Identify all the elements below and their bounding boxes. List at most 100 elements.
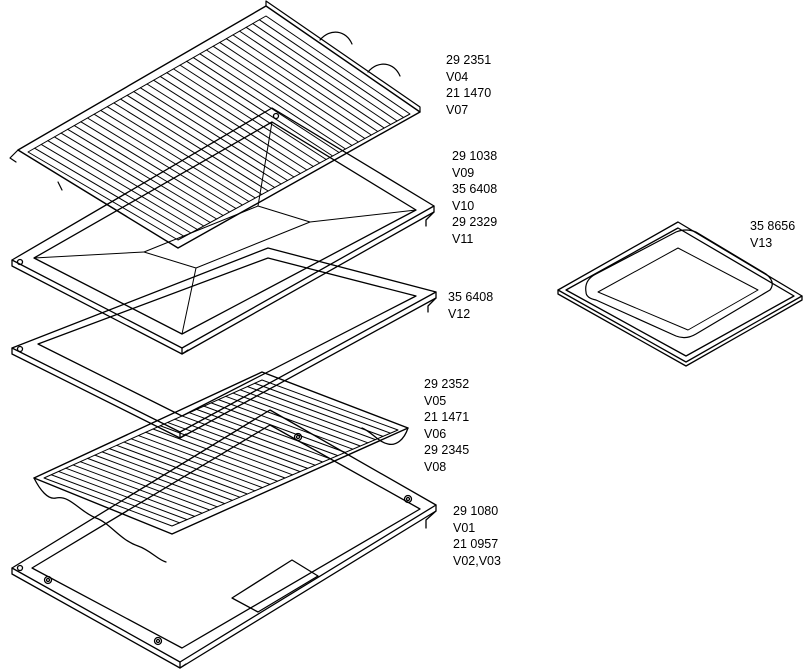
rack-bar bbox=[67, 128, 218, 220]
callout-line: 29 1038 bbox=[452, 149, 498, 163]
rack-bar bbox=[245, 26, 392, 125]
rack-bar bbox=[166, 72, 314, 167]
rack-bar bbox=[196, 408, 331, 460]
callout-line: V08 bbox=[424, 459, 447, 474]
rack-bar bbox=[146, 83, 295, 178]
rack-bar bbox=[217, 399, 354, 450]
callout-line: 35 8656 bbox=[750, 219, 796, 233]
callout-line: V07 bbox=[446, 102, 469, 117]
rack-bar bbox=[108, 448, 241, 498]
callout-line: V11 bbox=[452, 231, 474, 246]
rack-bar bbox=[53, 136, 205, 227]
callout-line: V05 bbox=[424, 393, 447, 408]
rack-bar bbox=[139, 87, 289, 181]
callout-line: 29 2329 bbox=[452, 215, 498, 230]
rack-bar bbox=[258, 19, 405, 118]
rack-bar bbox=[40, 143, 192, 234]
callout-line: 21 1471 bbox=[424, 410, 470, 425]
rack-bar bbox=[174, 418, 309, 469]
rack-bar bbox=[159, 425, 294, 476]
rack-bar bbox=[219, 41, 366, 139]
rack-bar bbox=[254, 382, 391, 434]
base-tray bbox=[11, 409, 437, 669]
rack-bar bbox=[203, 405, 339, 457]
rack-bar bbox=[113, 102, 263, 195]
rack-bar bbox=[100, 109, 250, 202]
callout-line: 29 2352 bbox=[424, 377, 470, 391]
top-wire-rack bbox=[9, 0, 421, 249]
rack-bar bbox=[246, 386, 384, 437]
rack-bar bbox=[179, 64, 327, 160]
rack-bar bbox=[116, 444, 248, 495]
callout-line: V12 bbox=[448, 306, 471, 321]
rack-bar bbox=[60, 132, 211, 223]
rack-bar bbox=[94, 454, 226, 505]
rack-bar bbox=[47, 140, 198, 230]
rack-bar bbox=[101, 451, 233, 501]
rack-bar bbox=[126, 94, 276, 188]
callout-line: 21 1470 bbox=[446, 86, 492, 101]
gastronorm-pan bbox=[557, 221, 803, 367]
rack-bar bbox=[79, 461, 211, 511]
rack-bar bbox=[34, 147, 185, 237]
callout-line: V02,V03 bbox=[453, 553, 501, 568]
rack-bar bbox=[192, 57, 340, 153]
rack-bar bbox=[72, 464, 203, 514]
callout-line: V04 bbox=[446, 69, 469, 84]
callout-line: 35 6408 bbox=[452, 182, 498, 197]
callout-line: 29 1080 bbox=[453, 504, 499, 518]
rack-bar bbox=[225, 38, 372, 136]
rack-bar bbox=[87, 457, 218, 508]
roasting-tray bbox=[11, 107, 435, 355]
middle-flat-tray bbox=[11, 247, 437, 439]
rack-bar bbox=[50, 474, 181, 524]
rack-bar bbox=[106, 106, 256, 199]
rack-bar bbox=[225, 395, 361, 447]
rack-bar bbox=[87, 117, 237, 209]
rack-bar bbox=[159, 75, 308, 171]
rack-bar bbox=[252, 23, 398, 122]
callout-line: V13 bbox=[750, 235, 773, 250]
rack-bar bbox=[212, 45, 359, 143]
callout-line: 35 6408 bbox=[448, 290, 494, 304]
callout-line: V06 bbox=[424, 426, 447, 441]
rack-bar bbox=[58, 470, 188, 521]
rack-bar bbox=[130, 438, 263, 489]
callout-line: V01 bbox=[453, 520, 476, 535]
callout-line: 21 0957 bbox=[453, 537, 499, 552]
rack-bar bbox=[167, 421, 301, 473]
rack-bar bbox=[133, 91, 282, 185]
callout-line: 29 2345 bbox=[424, 443, 470, 458]
rack-bar bbox=[206, 49, 353, 146]
rack-bar bbox=[210, 402, 346, 453]
rack-bar bbox=[199, 53, 347, 150]
rack-bar bbox=[239, 389, 376, 441]
rack-bar bbox=[65, 467, 196, 517]
rack-bar bbox=[123, 441, 256, 492]
rack-bar bbox=[120, 98, 269, 192]
callout-line: V09 bbox=[452, 165, 475, 180]
rack-bar bbox=[172, 68, 321, 164]
rack-bar bbox=[93, 113, 243, 206]
rack-bar bbox=[153, 79, 301, 174]
callout-line: V10 bbox=[452, 198, 475, 213]
rack-bar bbox=[73, 125, 224, 216]
rack-bar bbox=[239, 30, 385, 129]
rack-bar bbox=[80, 121, 231, 213]
rack-bar bbox=[232, 392, 369, 444]
rack-bar bbox=[137, 435, 271, 485]
rack-bar bbox=[232, 34, 379, 132]
rack-bar bbox=[188, 412, 324, 463]
callout-line: 29 2351 bbox=[446, 53, 492, 67]
rack-bar bbox=[186, 60, 334, 157]
rack-bar bbox=[145, 431, 278, 482]
rack-bar bbox=[152, 428, 286, 479]
